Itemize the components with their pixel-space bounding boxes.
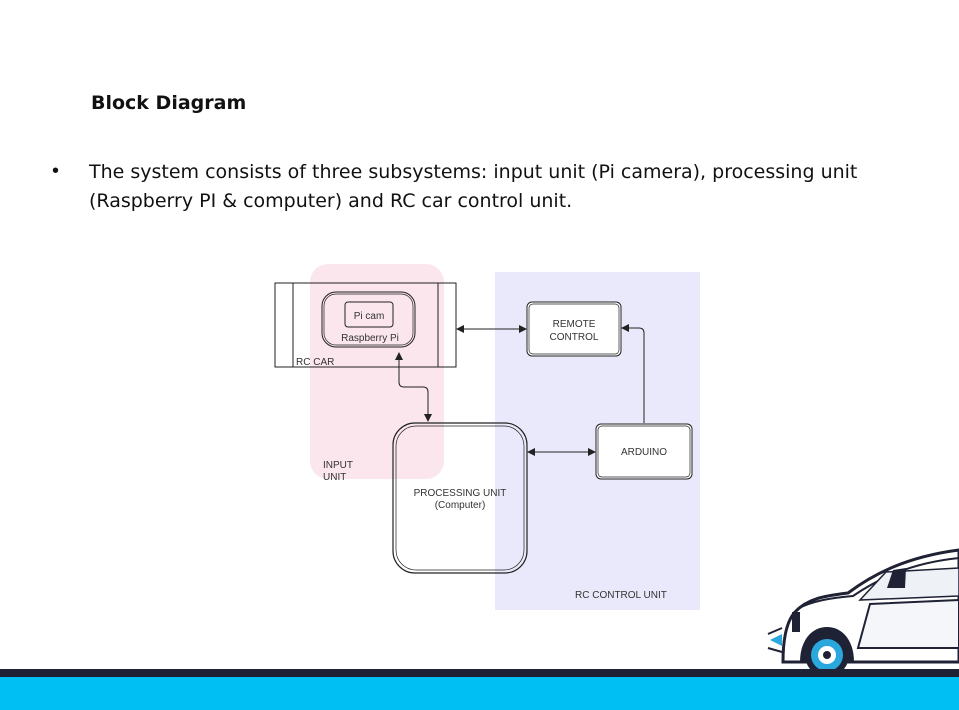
processing-unit-label: PROCESSING UNIT bbox=[414, 488, 507, 499]
rc-control-unit-label: RC CONTROL UNIT bbox=[575, 590, 667, 601]
rc-car-label: RC CAR bbox=[296, 357, 334, 368]
input-unit-label-2: UNIT bbox=[323, 472, 346, 483]
footer-dark-bar bbox=[0, 669, 959, 677]
pi-cam-label: Pi cam bbox=[354, 311, 385, 322]
pi-cam-box bbox=[344, 301, 394, 328]
slide-title: Block Diagram bbox=[91, 92, 247, 114]
bullet-marker: • bbox=[52, 160, 60, 182]
raspberry-pi-box bbox=[321, 291, 416, 348]
remote-control-label: REMOTE bbox=[553, 319, 596, 330]
footer-cyan-bar bbox=[0, 677, 959, 710]
arduino-box bbox=[595, 423, 693, 480]
arrow-arduino-remote bbox=[621, 324, 645, 423]
arduino-label: ARDUINO bbox=[621, 447, 667, 458]
bullet-text: The system consists of three subsystems:… bbox=[89, 161, 858, 212]
input-unit-label: INPUT bbox=[323, 460, 353, 471]
arrow-raspberry-processing bbox=[395, 352, 432, 422]
processing-unit-box bbox=[392, 422, 528, 574]
processing-unit-label-2: (Computer) bbox=[435, 500, 486, 511]
remote-control-label-2: CONTROL bbox=[550, 332, 599, 343]
raspberry-pi-label: Raspberry Pi bbox=[341, 333, 399, 344]
input-unit-region bbox=[310, 264, 444, 479]
